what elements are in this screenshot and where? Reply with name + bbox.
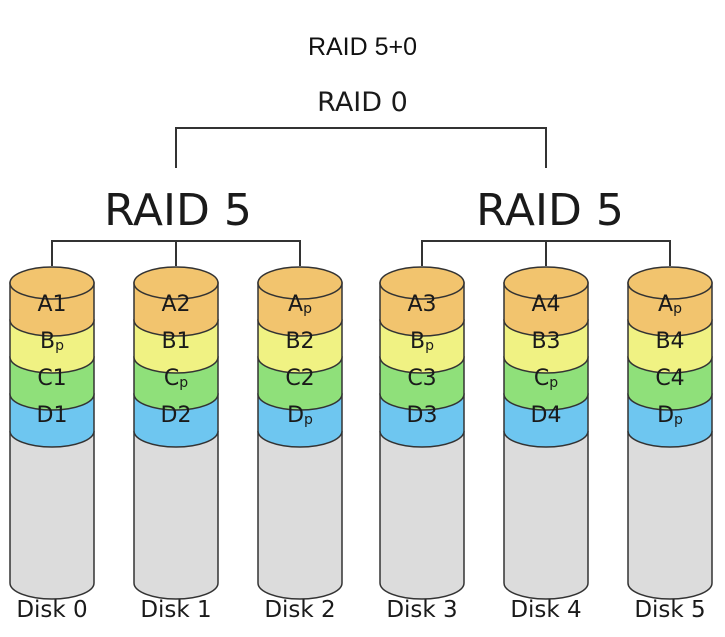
raid5-group-left-label: RAID 5 bbox=[104, 185, 252, 236]
diagram-title: RAID 5+0 bbox=[307, 33, 418, 61]
stripe-block-label: B3 bbox=[531, 329, 560, 354]
disk-top-cap bbox=[9, 266, 95, 300]
stripe-block-label: B4 bbox=[655, 329, 684, 354]
disk-label: Disk 1 bbox=[140, 597, 212, 623]
stripe-block-label: Bp bbox=[40, 329, 64, 354]
stripe-block-label: C2 bbox=[285, 366, 314, 391]
stripe-block-label: Ap bbox=[658, 292, 682, 317]
stripe-block-label: A1 bbox=[37, 292, 66, 317]
disk-top-cap bbox=[257, 266, 343, 300]
stripe-block-label: B1 bbox=[161, 329, 190, 354]
stripe-block-label: Dp bbox=[657, 403, 683, 428]
raid0-connector bbox=[175, 127, 547, 168]
disk-top-cap bbox=[379, 266, 465, 300]
raid0-label: RAID 0 bbox=[317, 87, 408, 118]
stripe-block-label: D4 bbox=[531, 403, 562, 428]
disk-top-cap bbox=[627, 266, 713, 300]
disk-label: Disk 0 bbox=[16, 597, 88, 623]
disk-top-cap bbox=[133, 266, 219, 300]
disk-label: Disk 4 bbox=[510, 597, 582, 623]
stripe-block-label: C4 bbox=[655, 366, 684, 391]
disk-free-space bbox=[379, 431, 465, 600]
stripe-block-label: C1 bbox=[37, 366, 66, 391]
disk-free-space bbox=[257, 431, 343, 600]
stripe-block-label: Ap bbox=[288, 292, 312, 317]
stripe-block-label: C3 bbox=[407, 366, 436, 391]
stripe-block-label: Bp bbox=[410, 329, 434, 354]
stripe-block-label: Cp bbox=[534, 366, 558, 391]
stripe-block-label: A2 bbox=[161, 292, 190, 317]
disk-label: Disk 2 bbox=[264, 597, 336, 623]
stripe-block-label: D1 bbox=[37, 403, 68, 428]
disk-top-cap bbox=[503, 266, 589, 300]
stripe-block-label: D2 bbox=[161, 403, 192, 428]
stripe-block-label: B2 bbox=[285, 329, 314, 354]
stripe-block-label: A3 bbox=[407, 292, 436, 317]
disk-free-space bbox=[9, 431, 95, 600]
stripe-block-label: Dp bbox=[287, 403, 313, 428]
stripe-block-label: Cp bbox=[164, 366, 188, 391]
disk-free-space bbox=[627, 431, 713, 600]
disk-label: Disk 3 bbox=[386, 597, 458, 623]
disk-label: Disk 5 bbox=[634, 597, 706, 623]
disk-free-space bbox=[133, 431, 219, 600]
stripe-block-label: A4 bbox=[531, 292, 560, 317]
disk-free-space bbox=[503, 431, 589, 600]
stripe-block-label: D3 bbox=[407, 403, 438, 428]
raid5-group-right-label: RAID 5 bbox=[476, 185, 624, 236]
connector-lines bbox=[51, 127, 671, 266]
